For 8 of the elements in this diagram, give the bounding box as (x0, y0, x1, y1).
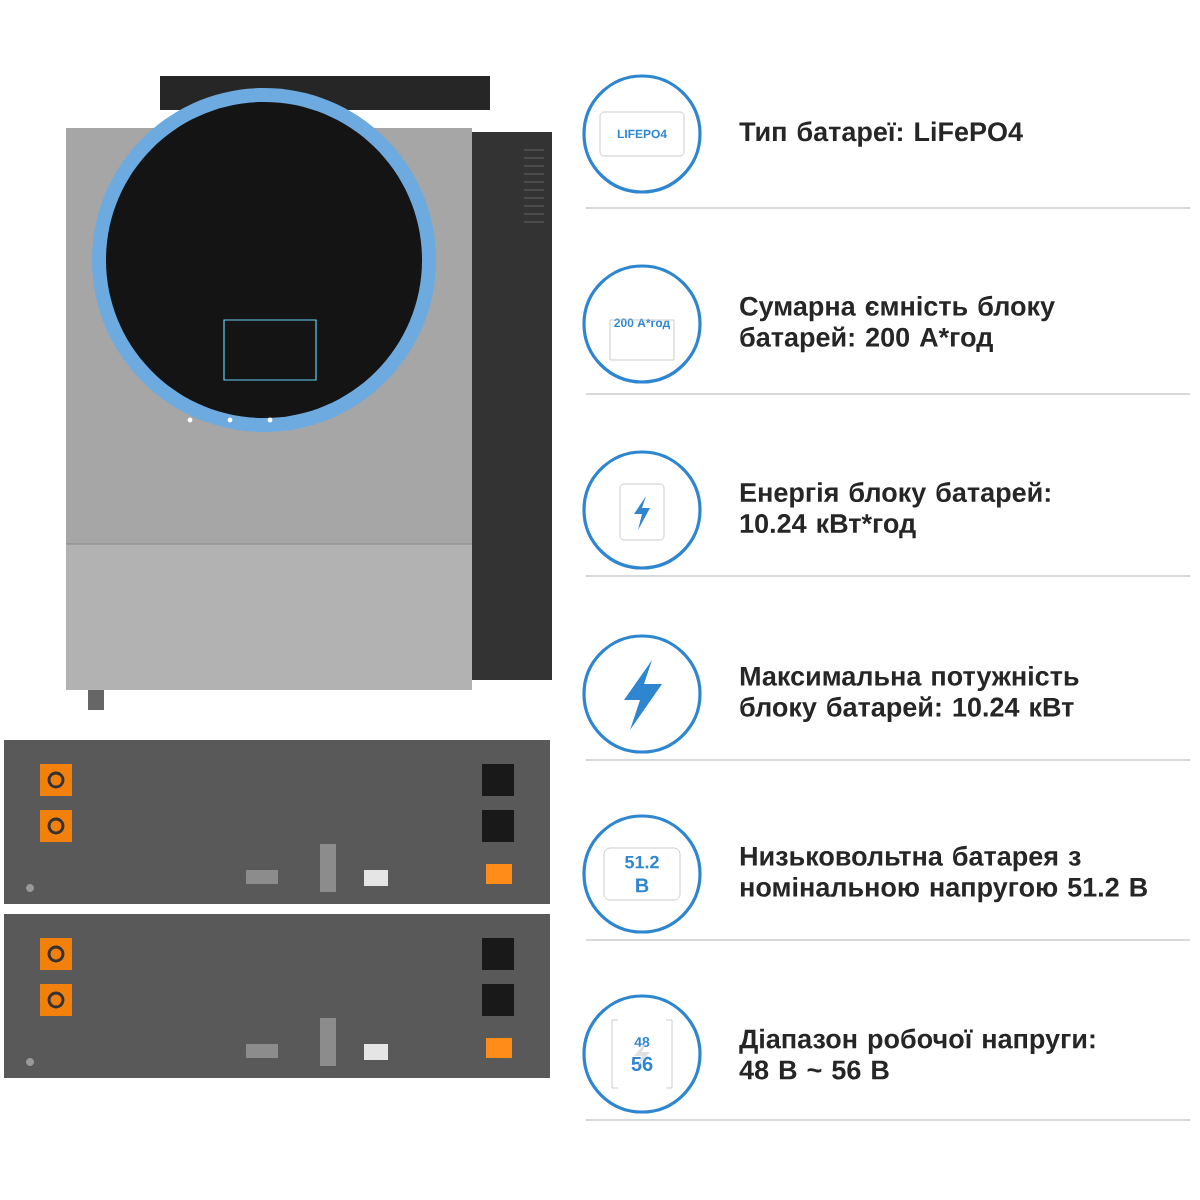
spec-text: Максимальна потужність блоку батарей: 10.24 кВт (740, 665, 1079, 723)
spec-text: Тип батареї: LiFePO4 (739, 121, 1023, 147)
icon-circle (582, 450, 702, 570)
spec-text: Енергія блоку батарей: 10.24 кВт*год (740, 481, 1050, 539)
spec-text: Діапазон робочої напруги: 48 В ~ 56 В (739, 1028, 1095, 1080)
spec-text: Сумарна ємність блоку батарей: 200 А*год (740, 295, 1055, 353)
icon-circle (582, 634, 702, 754)
spec-text: Низьковольтна батарея з номінальною напругою 51.2 В (740, 845, 1147, 903)
